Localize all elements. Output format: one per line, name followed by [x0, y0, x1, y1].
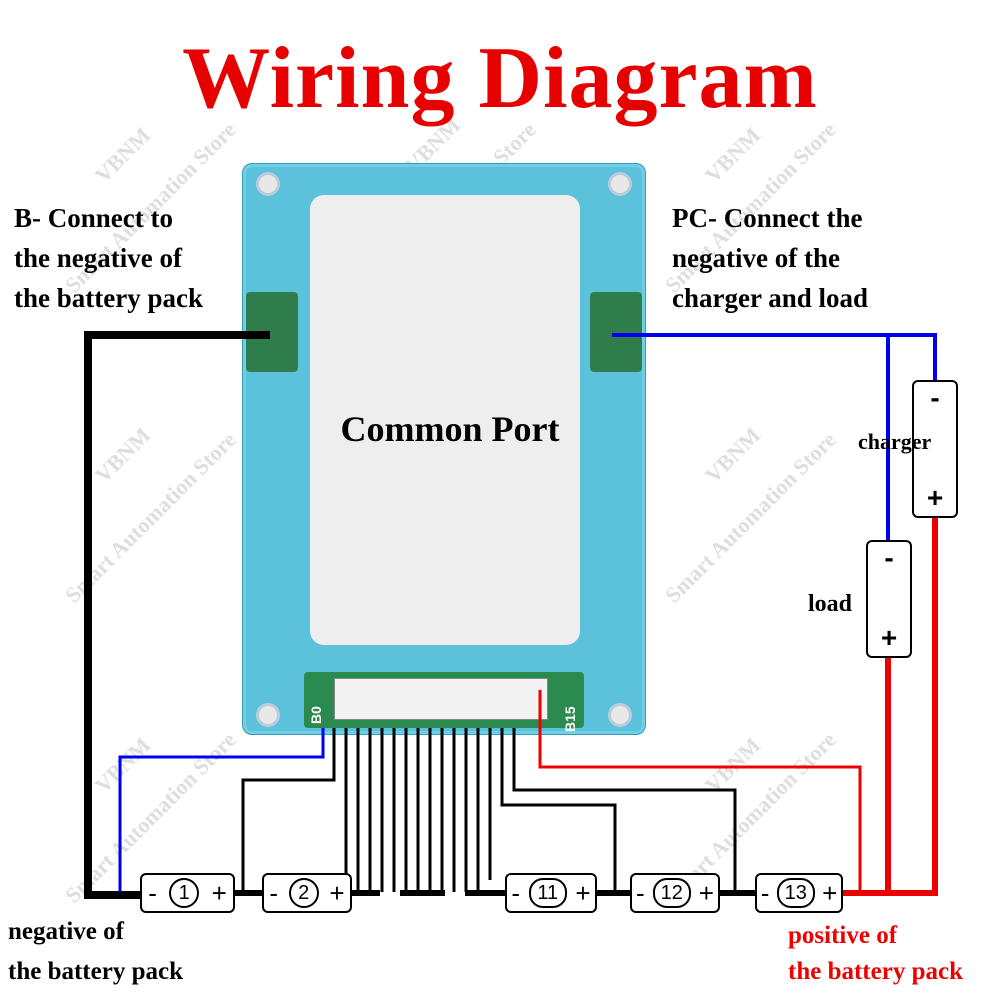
page-title: Wiring Diagram [182, 30, 818, 127]
common-port-sticker [310, 195, 580, 645]
charger-plus: + [926, 482, 944, 513]
cell-number: 12 [652, 878, 691, 908]
charger-label: charger [858, 429, 932, 454]
cell-minus: - [636, 877, 645, 908]
pc-minus-wire [612, 333, 937, 380]
cell-plus: + [329, 877, 345, 908]
cell-plus: + [211, 877, 227, 908]
cell-number: 1 [169, 878, 200, 908]
balance-connector-pins [334, 678, 548, 720]
mount-hole-icon [256, 703, 280, 727]
b-minus-label: B- Connect to the negative of the batter… [14, 203, 203, 313]
cell-minus: - [760, 877, 770, 908]
cell-plus: + [698, 877, 714, 908]
common-port-label: Common Port [340, 409, 560, 449]
mount-hole-icon [256, 172, 280, 196]
cell-minus: - [269, 877, 279, 908]
mount-hole-icon [608, 172, 632, 196]
mount-hole-icon [608, 703, 632, 727]
load-plus: + [880, 622, 898, 653]
negative-pack-label: negative of the battery pack [8, 918, 183, 985]
cell-number: 13 [776, 878, 815, 908]
load-label: load [808, 591, 853, 617]
b0-wire [118, 728, 325, 892]
cell-minus: - [148, 877, 157, 908]
cell-number: 2 [288, 878, 319, 908]
battery-cell-12: - 12 + [630, 873, 720, 913]
load-minus: - [884, 542, 894, 573]
positive-bus [840, 515, 938, 896]
charger-minus: - [930, 382, 940, 413]
cell-number: 11 [528, 878, 567, 908]
cell-plus: + [575, 877, 591, 908]
load-device: - + [866, 540, 912, 658]
pc-minus-label: PC- Connect the negative of the charger … [672, 203, 869, 313]
b-minus-wire [84, 331, 270, 899]
cell-plus: + [822, 877, 838, 908]
positive-pack-label: positive of the battery pack [788, 922, 963, 985]
positive-wire [538, 690, 862, 892]
battery-cell-1: - 1 + [140, 873, 235, 913]
battery-cell-13: - 13 + [755, 873, 843, 913]
battery-cell-11: - 11 + [505, 873, 597, 913]
cell-minus: - [511, 877, 521, 908]
charger-device: - + [912, 380, 958, 518]
pc-minus-terminal [590, 292, 642, 372]
battery-cell-2: - 2 + [262, 873, 352, 913]
